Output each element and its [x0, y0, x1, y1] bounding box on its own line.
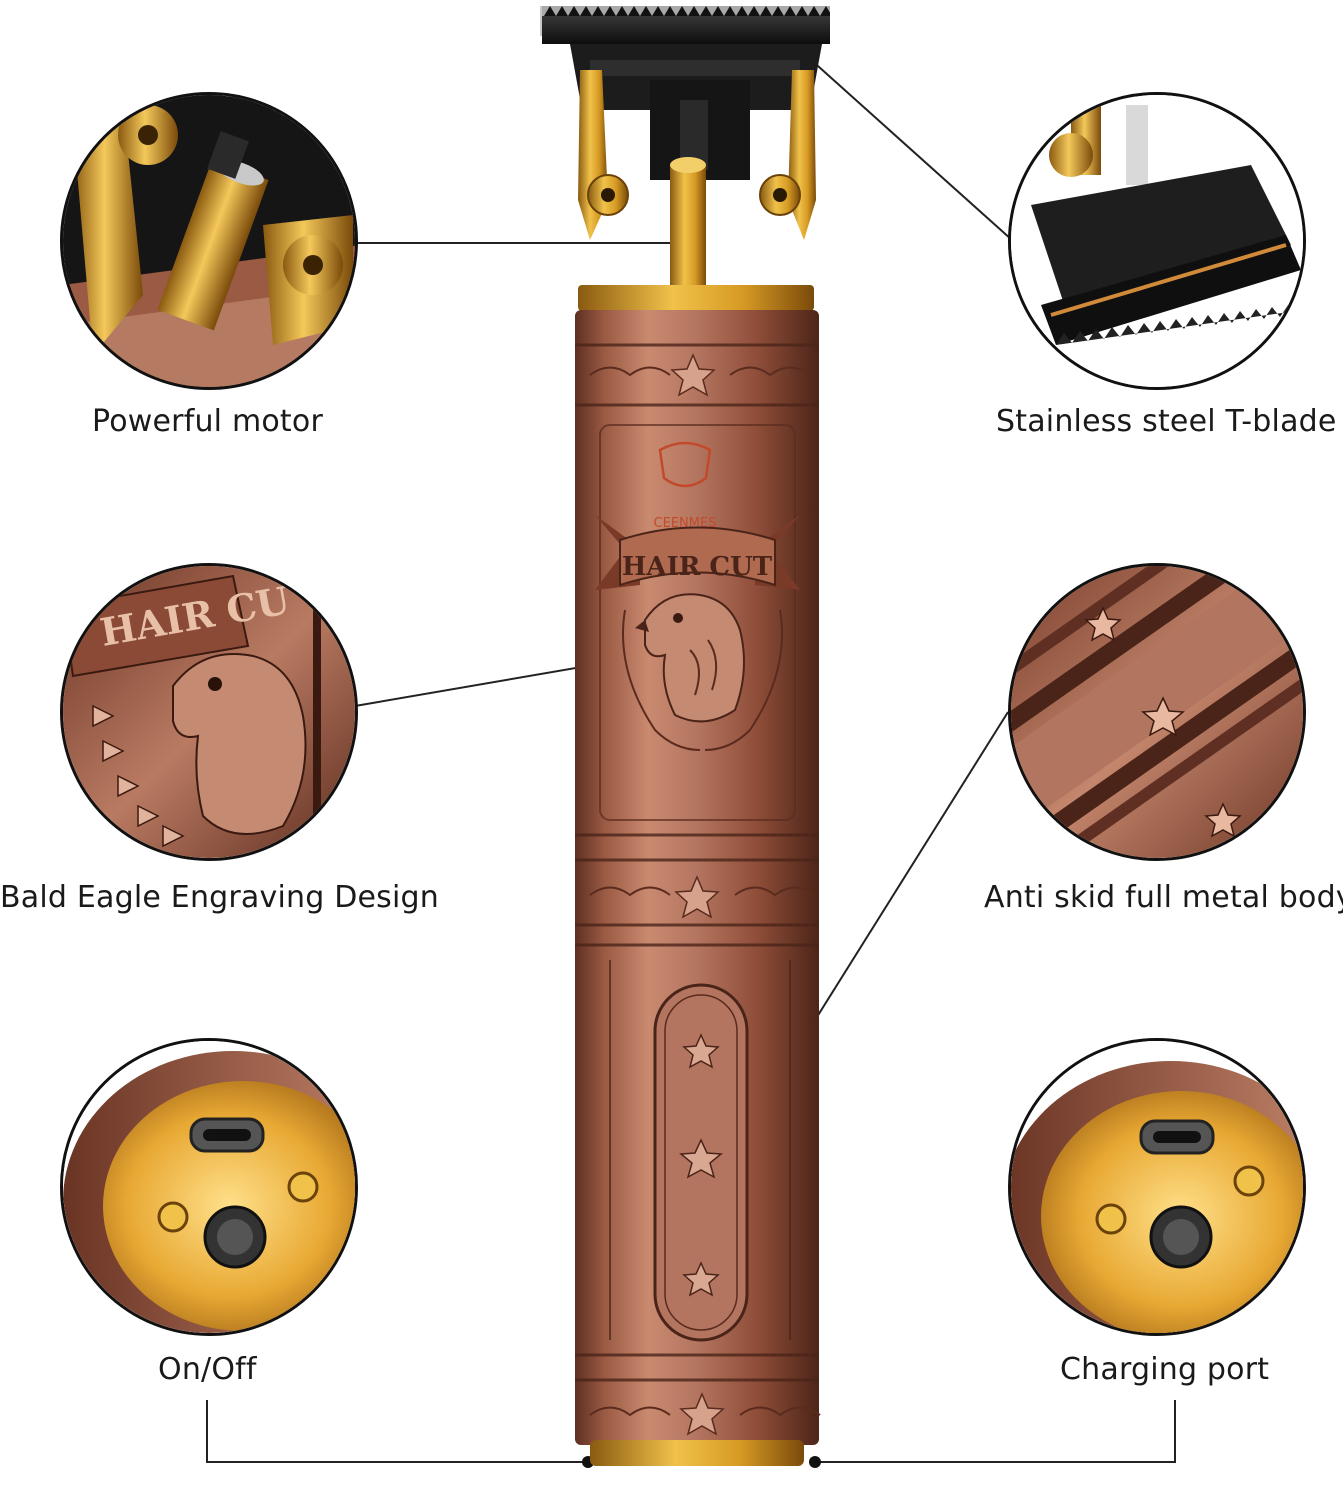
brand-logo-icon: [658, 441, 712, 488]
base-ring: [590, 1440, 804, 1466]
switch-connector-line: [206, 1400, 588, 1463]
switch-detail-circle: [60, 1038, 358, 1336]
motor-detail-circle: [60, 92, 358, 390]
band-star-top: [670, 353, 716, 397]
eagle-detail-circle: HAIR CU: [60, 563, 358, 861]
port-connector-line: [815, 1400, 1176, 1463]
band-star-mid: [674, 875, 720, 919]
band-star-bottom: [679, 1392, 725, 1436]
t-blade-head: [540, 6, 830, 311]
body-connector-line: [789, 711, 1009, 1061]
port-callout-label: Charging port: [1060, 1352, 1270, 1387]
trimmer-body: CEENMES HAIR CUT: [575, 310, 821, 1445]
eagle-engraving-icon: [635, 593, 745, 723]
port-detail-circle: [1008, 1038, 1306, 1336]
body-detail-circle: [1008, 563, 1306, 861]
blade-callout-label: Stainless steel T-blade: [996, 404, 1337, 439]
trimmer-product: CEENMES HAIR CUT: [540, 6, 830, 1466]
blade-connector-line: [779, 31, 1013, 241]
eagle-callout-label: Bald Eagle Engraving Design: [0, 880, 439, 915]
body-callout-label: Anti skid full metal body: [984, 880, 1343, 915]
switch-callout-label: On/Off: [158, 1352, 257, 1387]
eagle-closeup-icon: [172, 653, 307, 835]
blade-detail-circle: [1008, 92, 1306, 390]
banner-text: HAIR CUT: [622, 552, 773, 582]
motor-callout-label: Powerful motor: [92, 404, 323, 439]
port-connector-dot: [809, 1456, 821, 1468]
